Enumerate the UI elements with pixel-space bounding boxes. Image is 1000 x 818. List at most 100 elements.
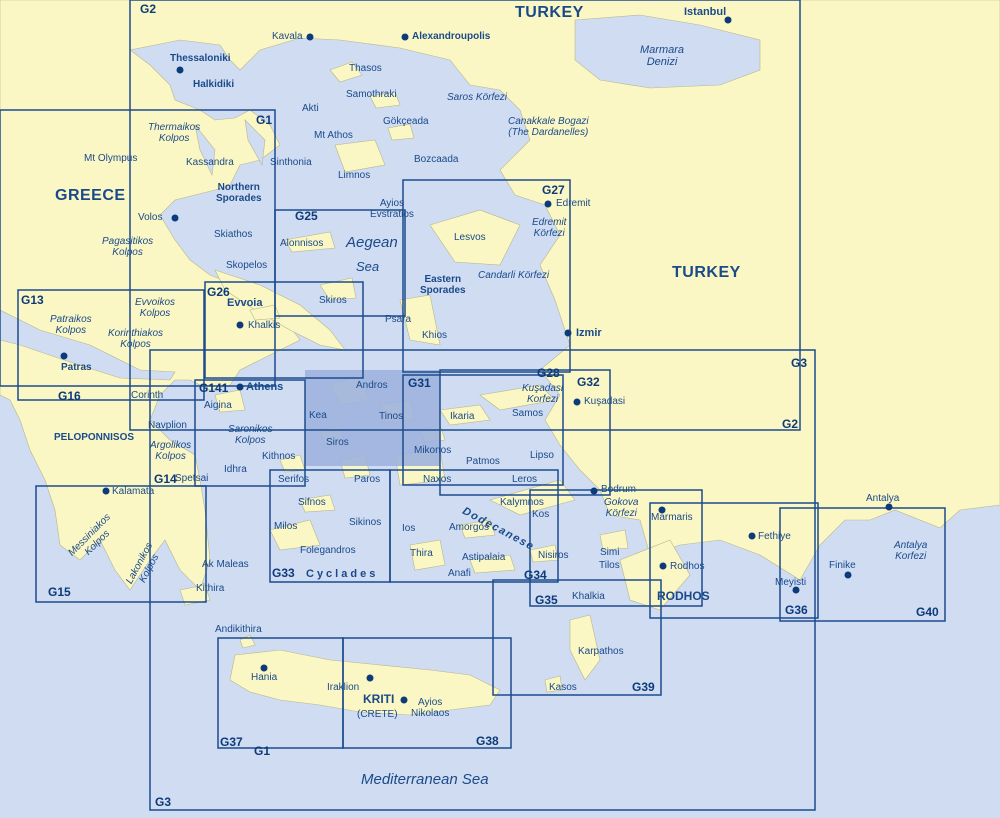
chart-label-g33[interactable]: G33 xyxy=(272,566,295,580)
city-dot-finike xyxy=(844,571,852,579)
place-label-kassandra: Kassandra xyxy=(186,157,234,168)
city-dot-antalya xyxy=(885,503,893,511)
island-label-folegandros: Folegandros xyxy=(300,545,356,556)
island-label-patmos: Patmos xyxy=(466,456,500,467)
chart-label-g31[interactable]: G31 xyxy=(408,376,431,390)
island-label-andikithira: Andikithira xyxy=(215,624,262,635)
gulf-label-edremit: Edremit Körfezi xyxy=(532,217,567,239)
chart-label-g16[interactable]: G16 xyxy=(58,389,81,403)
chart-label-g13[interactable]: G13 xyxy=(21,293,44,307)
chart-label-g25[interactable]: G25 xyxy=(295,209,318,223)
chart-label-g1-bottom[interactable]: G1 xyxy=(254,744,271,758)
city-dot-istanbul xyxy=(724,16,732,24)
gulf-label-thermaikos: Thermaikos Kolpos xyxy=(148,122,201,144)
city-label-kalamata: Kalamata xyxy=(112,486,155,497)
island-label-naxos: Naxos xyxy=(423,474,452,485)
gulf-label-korinthiakos: Korinthiakos Kolpos xyxy=(108,328,164,350)
sea-label-marmara: Marmara Denizi xyxy=(640,44,685,69)
island-label-khalkia: Khalkia xyxy=(572,591,605,602)
island-label-kithira: Kithira xyxy=(196,583,225,594)
island-label-skiros: Skiros xyxy=(319,295,347,306)
island-label-psara: Psara xyxy=(385,314,412,325)
region-label-cyclades: Cyclades xyxy=(306,568,379,580)
city-label-izmir: Izmir xyxy=(576,327,602,339)
island-label-anafi: Anafi xyxy=(448,568,471,579)
island-label-andros: Andros xyxy=(356,380,388,391)
chart-label-g36[interactable]: G36 xyxy=(785,603,808,617)
country-label-turkey: TURKEY xyxy=(672,264,741,281)
island-label-paros: Paros xyxy=(354,474,381,485)
island-label-samos: Samos xyxy=(512,408,544,419)
island-label-skopelos: Skopelos xyxy=(226,260,268,271)
land-crete xyxy=(229,649,501,716)
city-label-istanbul: Istanbul xyxy=(684,6,727,18)
island-label-khios: Khios xyxy=(422,330,448,341)
chart-label-g27[interactable]: G27 xyxy=(542,183,565,197)
island-label-kalymnos: Kalymnos xyxy=(500,497,544,508)
chart-label-g3-top[interactable]: G3 xyxy=(791,356,808,370)
chart-label-g37[interactable]: G37 xyxy=(220,735,243,749)
chart-label-g2[interactable]: G2 xyxy=(140,2,157,16)
sea-label-aegean-sea: Sea xyxy=(356,259,380,274)
place-label-sinthonia: Sinthonia xyxy=(270,157,312,168)
chart-label-g32[interactable]: G32 xyxy=(577,375,600,389)
city-dot-marmaris xyxy=(658,506,666,514)
chart-label-g15[interactable]: G15 xyxy=(48,585,71,599)
city-label-iraklion: Iraklion xyxy=(327,682,360,693)
strait-label-canakkale: Canakkale Bogazi (The Dardanelles) xyxy=(508,116,589,138)
city-label-fethiye: Fethiye xyxy=(758,531,791,542)
chart-label-g40[interactable]: G40 xyxy=(916,605,939,619)
island-label-limnos: Limnos xyxy=(338,170,371,181)
chart-label-g35[interactable]: G35 xyxy=(535,593,558,607)
region-label-halkidiki: Halkidiki xyxy=(193,79,235,90)
island-label-simi: Simi xyxy=(600,547,620,558)
city-label-bodrum: Bodrum xyxy=(601,484,637,495)
island-label-karpathos: Karpathos xyxy=(578,646,624,657)
chart-label-g14[interactable]: G14 xyxy=(154,472,177,486)
city-label-navplion: Navplion xyxy=(148,420,187,431)
chart-boundaries xyxy=(0,0,946,811)
region-label-northern-sporades: Northern Sporades xyxy=(216,182,262,204)
place-label-mt-athos: Mt Athos xyxy=(314,130,353,141)
city-label-corinth: Corinth xyxy=(131,390,164,401)
gulf-label-saros: Saros Körfezi xyxy=(447,92,508,103)
island-label-ikaria: Ikaria xyxy=(450,411,475,422)
sea-label-mediterranean: Mediterranean Sea xyxy=(361,771,489,788)
gulf-label-kusadasi: Kuşadasi Korfezi xyxy=(522,383,564,405)
chart-label-g1[interactable]: G1 xyxy=(256,113,273,127)
chart-label-g34[interactable]: G34 xyxy=(524,568,547,582)
city-label-athens: Athens xyxy=(246,381,284,393)
chart-label-g28[interactable]: G28 xyxy=(537,366,560,380)
city-dot-athens xyxy=(236,383,244,391)
city-label-volos: Volos xyxy=(138,212,163,223)
land-masses xyxy=(0,0,1000,716)
island-label-lesvos: Lesvos xyxy=(454,232,486,243)
place-label-akti: Akti xyxy=(302,103,319,114)
city-dot-edremit xyxy=(544,200,552,208)
island-label-milos: Milos xyxy=(274,521,298,532)
island-label-astipalaia: Astipalaia xyxy=(462,552,506,563)
city-dot-thessaloniki xyxy=(176,66,184,74)
chart-label-g141[interactable]: G141 xyxy=(199,381,229,395)
chart-label-g26[interactable]: G26 xyxy=(207,285,230,299)
island-label-serifos: Serifos xyxy=(278,474,310,485)
chart-label-g2-right[interactable]: G2 xyxy=(782,417,799,431)
city-dot-kalamata xyxy=(102,487,110,495)
city-dot-ayios-nikolaos xyxy=(400,696,408,704)
chart-label-g38[interactable]: G38 xyxy=(476,734,499,748)
island-label-lipso: Lipso xyxy=(530,450,554,461)
city-label-kusadasi: Kuşadasi xyxy=(584,396,626,407)
city-label-rodhos: Rodhos xyxy=(670,561,705,572)
city-dot-izmir xyxy=(564,329,572,337)
city-label-finike: Finike xyxy=(829,560,856,571)
chart-label-g3[interactable]: G3 xyxy=(155,795,172,809)
city-label-meyisti: Meyisti xyxy=(775,577,807,588)
city-dot-hania xyxy=(260,664,268,672)
country-label-turkey-north: TURKEY xyxy=(515,4,584,21)
island-label-siros: Siros xyxy=(326,437,349,448)
chart-label-g39[interactable]: G39 xyxy=(632,680,655,694)
country-label-greece: GREECE xyxy=(55,187,126,204)
city-label-alexandroupolis: Alexandroupolis xyxy=(412,31,491,42)
gulf-label-gokova: Gokova Körfezi xyxy=(604,497,639,519)
